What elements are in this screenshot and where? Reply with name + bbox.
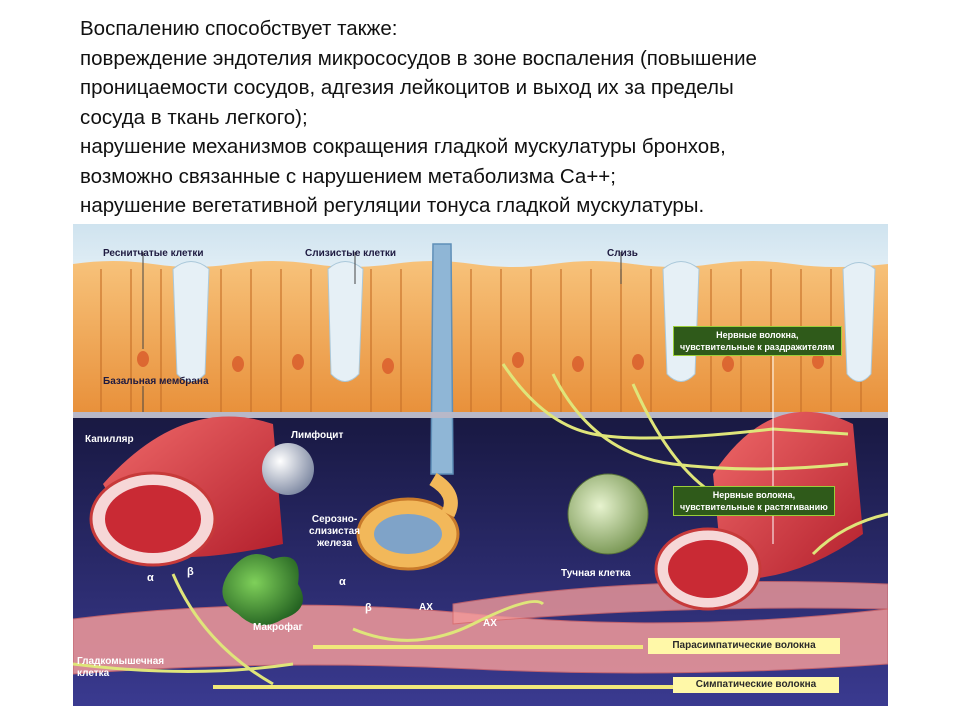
label-beta: β (187, 566, 194, 578)
label-nerve-stretch: Нервные волокна, чувствительные к растяг… (673, 486, 835, 516)
label-mast-cell: Тучная клетка (561, 568, 631, 579)
mast-cell (567, 473, 649, 555)
slide-line: повреждение эндотелия микрососудов в зон… (80, 46, 757, 70)
label-parasympathetic: Парасимпатические волокна (648, 638, 840, 654)
label-beta: β (365, 602, 372, 614)
label-mucous-cells: Слизистые клетки (305, 248, 397, 259)
basal-membrane-line (73, 412, 888, 418)
slide-line: проницаемости сосудов, адгезия лейкоцито… (80, 76, 734, 99)
label-ciliated-cells: Реснитчатые клетки (103, 248, 204, 259)
label-mucus: Слизь (607, 248, 638, 259)
gland-duct (430, 243, 454, 475)
slide-text: Воспалению способствует также: поврежден… (80, 14, 910, 221)
bronchial-wall-diagram: Реснитчатые клетки Слизистые клетки Слиз… (73, 224, 888, 706)
slide-line: нарушение вегетативной регуляции тонуса … (80, 194, 705, 217)
label-lymphocyte: Лимфоцит (291, 430, 344, 441)
lymphocyte-cell (262, 443, 314, 495)
capillary-left (89, 416, 283, 567)
label-alpha: α (339, 576, 346, 588)
label-macrophage: Макрофаг (253, 622, 303, 633)
label-serous-gland: Серозно- слизистая железа (309, 514, 361, 549)
slide-heading: Воспалению способствует также: (80, 17, 398, 40)
label-basal-membrane: Базальная мембрана (103, 376, 209, 387)
cell-nuclei (137, 351, 824, 374)
smooth-muscle (73, 581, 888, 675)
label-capillary: Капилляр (85, 434, 134, 445)
label-sympathetic: Симпатические волокна (673, 677, 839, 693)
serous-mucous-gland (356, 472, 460, 571)
label-nerve-irritant: Нервные волокна, чувствительные к раздра… (673, 326, 842, 356)
label-ach: АХ (419, 602, 433, 613)
label-ach: АХ (483, 618, 497, 629)
label-pointers (142, 252, 622, 412)
slide-line: нарушение механизмов сокращения гладкой … (80, 135, 726, 158)
diagram-illustration (73, 224, 888, 706)
slide-line: сосуда в ткань легкого); (80, 105, 308, 129)
label-alpha: α (147, 572, 154, 584)
slide-line: возможно связанные с нарушением метаболи… (80, 164, 616, 188)
macrophage-cell (222, 554, 303, 626)
label-smooth-muscle: Гладкомышечная клетка (77, 656, 165, 679)
